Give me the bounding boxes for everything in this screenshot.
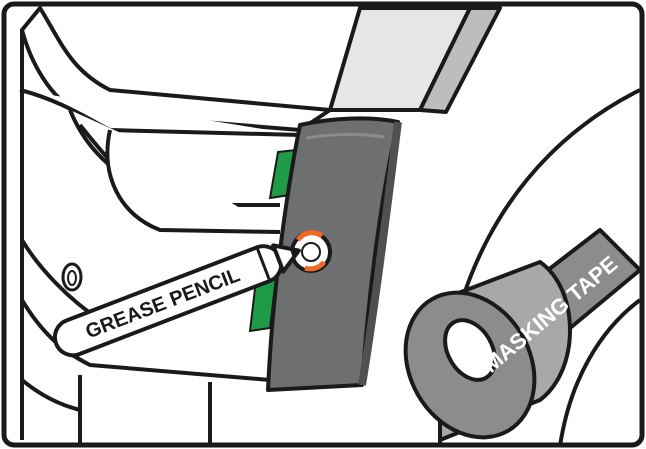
housing-screw-hole-inner [68, 271, 76, 285]
bolt-center [302, 243, 320, 261]
